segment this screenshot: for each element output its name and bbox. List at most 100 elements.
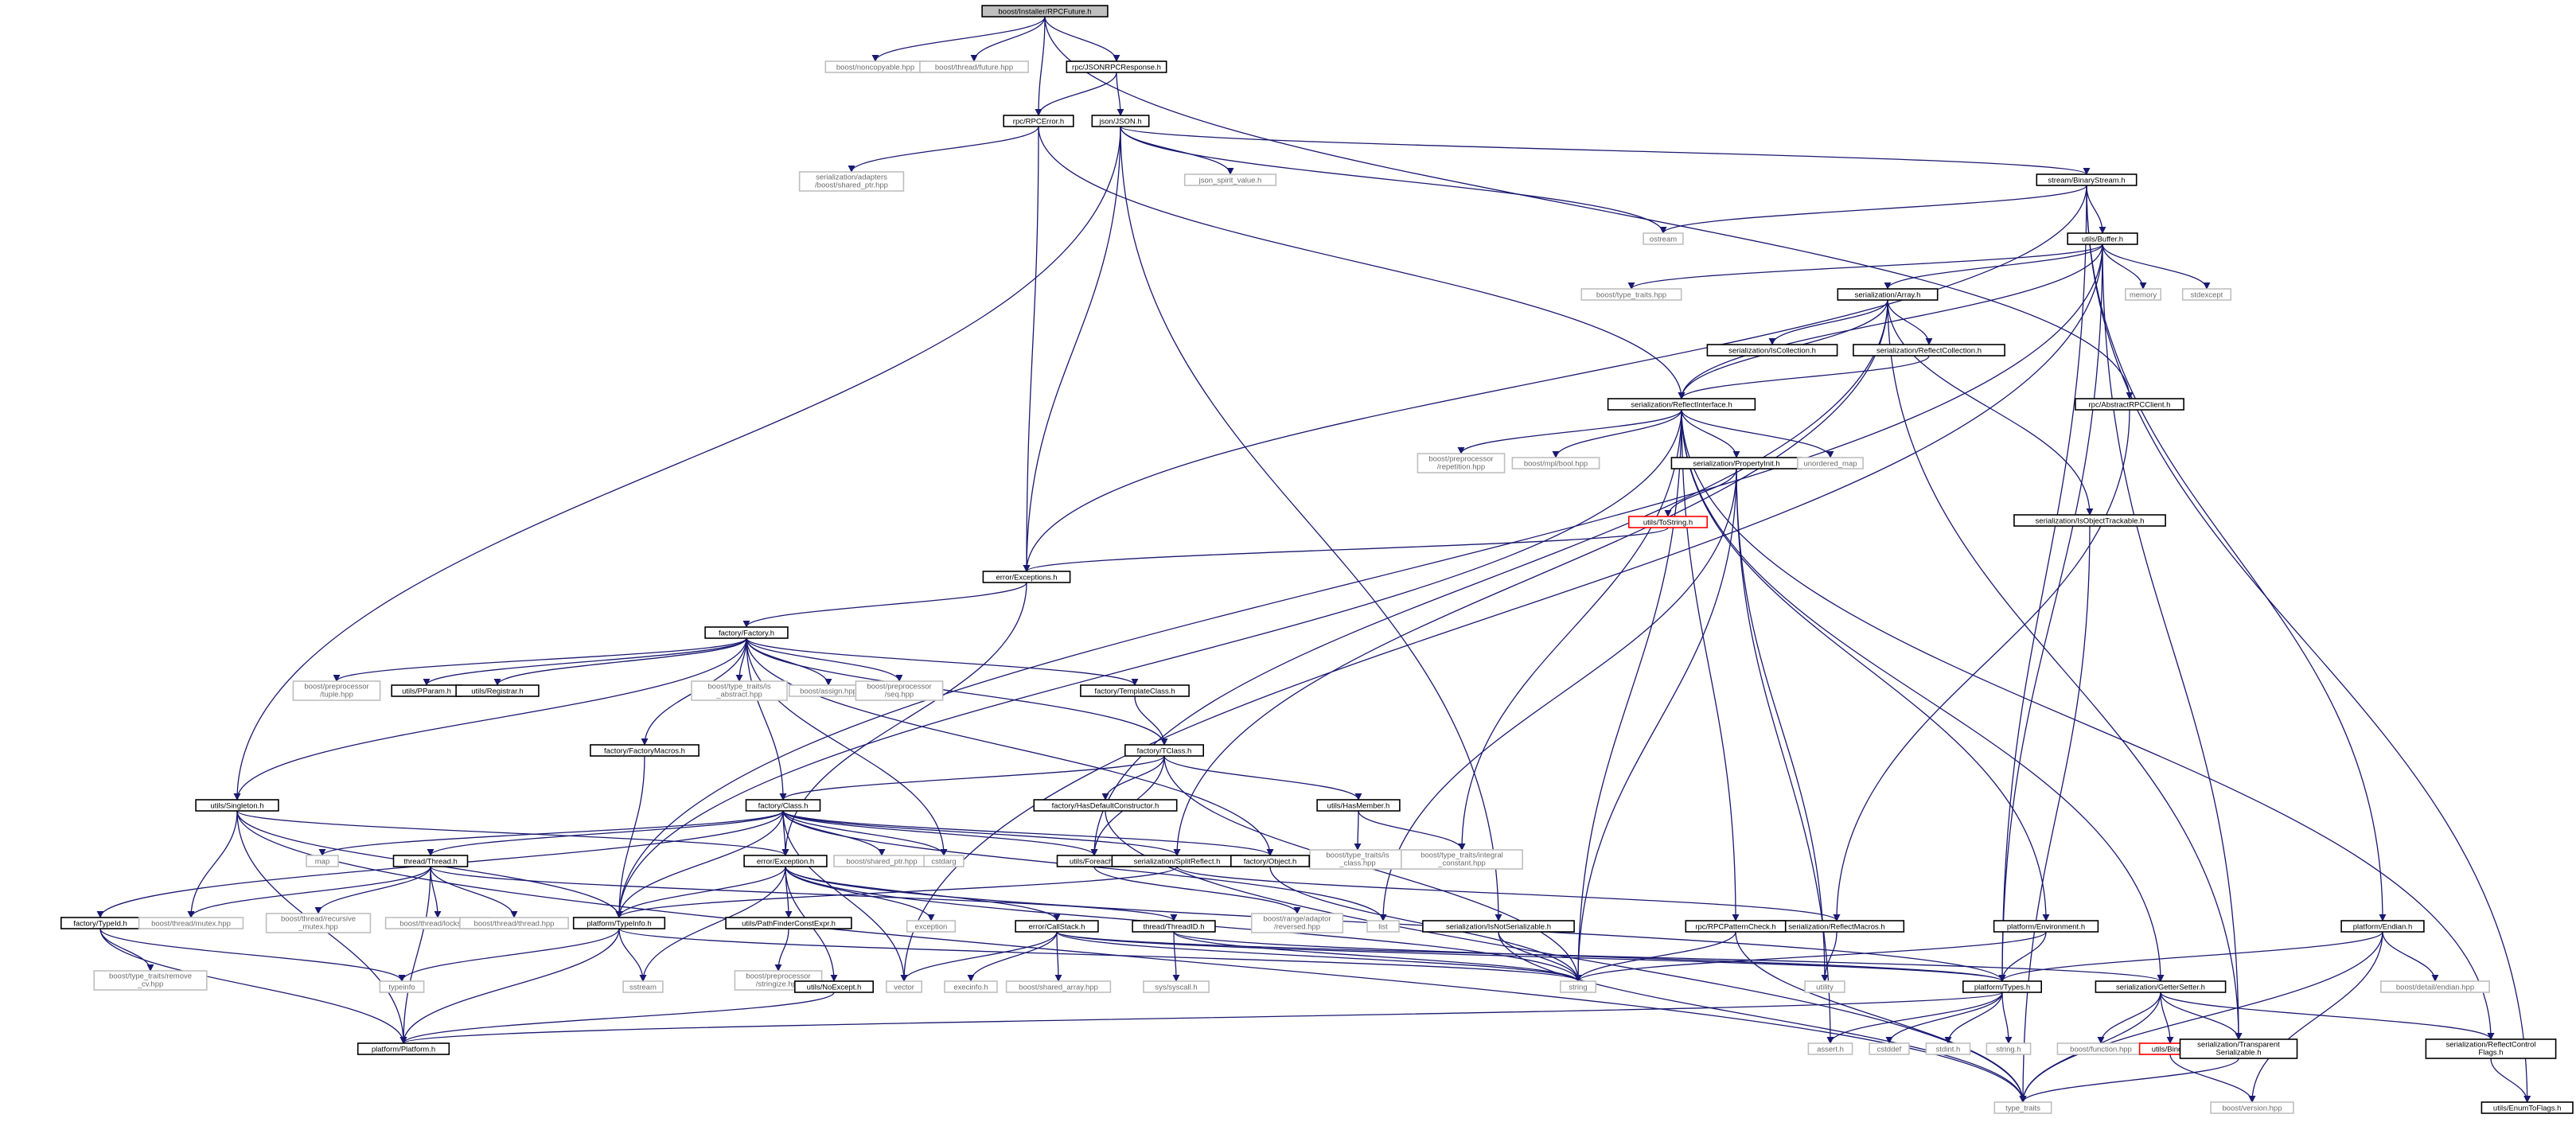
node-root[interactable]: boost/Installer/RPCFuture.h	[981, 5, 1109, 18]
node-bthread-recursive[interactable]: boost/thread/recursive_mutex.hpp	[265, 913, 372, 933]
node-rpc-jsonrpcresponse[interactable]: rpc/JSONRPCResponse.h	[1066, 60, 1167, 73]
node-utils-enumtoflags[interactable]: utils/EnumToFlags.h	[2481, 1101, 2574, 1114]
node-ser-splitreflect[interactable]: serialization/SplitReflect.h	[1111, 855, 1243, 867]
node-stdint[interactable]: stdint.h	[1925, 1042, 1971, 1055]
node-bpp-seq[interactable]: boost/preprocessor/seq.hpp	[855, 680, 944, 701]
node-platform-environment[interactable]: platform/Environment.h	[1993, 920, 2099, 933]
node-ser-getterssetters[interactable]: serialization/GetterSetter.h	[2095, 980, 2227, 993]
node-utils-registrar[interactable]: utils/Registrar.h	[455, 684, 540, 697]
node-bthread-thread[interactable]: boost/thread/thread.hpp	[459, 917, 569, 929]
node-json[interactable]: json/JSON.h	[1091, 115, 1150, 127]
node-string[interactable]: string	[1560, 980, 1597, 993]
node-label: boost/range/adaptor/reversed.hpp	[1263, 915, 1331, 932]
node-ser-adapters[interactable]: serialization/adapters/boost/shared_ptr.…	[798, 171, 905, 192]
node-sstream[interactable]: sstream	[622, 980, 664, 993]
edge-ser-propertyinit-to-string	[1574, 468, 1737, 982]
node-typeinfo[interactable]: typeinfo	[379, 980, 425, 993]
node-thread-thread[interactable]: thread/Thread.h	[392, 855, 469, 867]
node-utils-singleton[interactable]: utils/Singleton.h	[195, 799, 279, 812]
node-box	[2036, 173, 2138, 186]
node-stdexcept[interactable]: stdexcept	[2181, 288, 2232, 301]
node-ser-array[interactable]: serialization/Array.h	[1837, 288, 1939, 301]
node-json-spirit[interactable]: json_spirit_value.h	[1183, 173, 1277, 186]
node-factory-templateclass[interactable]: factory/TemplateClass.h	[1080, 684, 1190, 697]
node-utils-pparam[interactable]: utils/PParam.h	[391, 684, 462, 697]
node-boost-shared-array[interactable]: boost/shared_array.hpp	[1005, 980, 1112, 993]
node-utils-tostring[interactable]: utils/ToString.h	[1628, 516, 1709, 528]
node-box	[1993, 1101, 2052, 1114]
node-bpp-repetition[interactable]: boost/preprocessor/repetition.hpp	[1417, 453, 1506, 473]
node-rpc-rpcerror[interactable]: rpc/RPCError.h	[1003, 115, 1074, 127]
node-cstdarg[interactable]: cstdarg	[923, 855, 965, 867]
node-factory-hasdefault[interactable]: factory/HasDefaultConstructor.h	[1033, 799, 1178, 812]
node-vector[interactable]: vector	[886, 980, 923, 993]
node-rpc-patterncheck[interactable]: rpc/RPCPatternCheck.h	[1685, 920, 1787, 933]
edge-ser-getterssetters-to-ser-reflectcontrol	[2160, 992, 2495, 1040]
node-bpp-stringize[interactable]: boost/preprocessor/stringize.hpp	[734, 970, 823, 991]
node-unordered-map[interactable]: unordered_map	[1797, 457, 1864, 469]
node-ser-propertyinit[interactable]: serialization/PropertyInit.h	[1670, 457, 1802, 469]
node-exception[interactable]: exception	[906, 920, 957, 933]
edge-platform-environment-to-string	[1574, 931, 2047, 982]
node-factory-object[interactable]: factory/Object.h	[1230, 855, 1311, 867]
node-thread-future[interactable]: boost/thread/future.hpp	[919, 60, 1029, 73]
node-stream-binarystream[interactable]: stream/BinaryStream.h	[2036, 173, 2138, 186]
node-noncopyable[interactable]: boost/noncopyable.hpp	[824, 60, 926, 73]
node-bpp-tuple[interactable]: boost/preprocessor/tuple.hpp	[292, 680, 381, 701]
node-rpc-abstractrpcclient[interactable]: rpc/AbstractRPCClient.h	[2075, 398, 2184, 411]
node-ser-reflectinterface[interactable]: serialization/ReflectInterface.h	[1607, 398, 1756, 411]
node-boost-mpl-bool[interactable]: boost/mpl/bool.hpp	[1511, 457, 1600, 469]
node-cstddef[interactable]: cstddef	[1869, 1042, 1910, 1055]
node-factory-typeid[interactable]: factory/TypeId.h	[60, 917, 141, 929]
node-btt-is-class[interactable]: boost/type_traits/is_class.hpp	[1309, 849, 1406, 870]
node-btt-remove-cv[interactable]: boost/type_traits/remove_cv.hpp	[93, 970, 208, 991]
node-ser-isobjecttrackable[interactable]: serialization/IsObjectTrackable.h	[2013, 514, 2166, 527]
node-utility[interactable]: utility	[1804, 980, 1845, 993]
node-platform-platform[interactable]: platform/Platform.h	[357, 1042, 450, 1055]
node-memory[interactable]: memory	[2125, 288, 2162, 301]
node-utils-noexcept[interactable]: utils/NoExcept.h	[793, 980, 874, 993]
node-assert[interactable]: assert.h	[1807, 1042, 1853, 1055]
node-platform-endian[interactable]: platform/Endian.h	[2340, 920, 2425, 933]
node-list[interactable]: list	[1366, 920, 1400, 933]
edge-root-to-noncopyable	[871, 16, 1046, 62]
node-platform-types[interactable]: platform/Types.h	[1962, 980, 2043, 993]
node-label: utils/Foreach.h	[1070, 858, 1119, 867]
node-sys-syscall[interactable]: sys/syscall.h	[1143, 980, 1210, 993]
node-ser-reflectcollection[interactable]: serialization/ReflectCollection.h	[1853, 344, 2005, 357]
node-brange-adaptor[interactable]: boost/range/adaptor/reversed.hpp	[1250, 913, 1344, 933]
node-bthread-mutex[interactable]: boost/thread/mutex.hpp	[138, 917, 244, 929]
node-boost-type-traits[interactable]: boost/type_traits.hpp	[1580, 288, 1682, 301]
node-utils-hasmember[interactable]: utils/HasMember.h	[1316, 799, 1401, 812]
node-map[interactable]: map	[306, 855, 339, 867]
node-factory-tclass[interactable]: factory/TClass.h	[1124, 744, 1205, 757]
node-boost-function[interactable]: boost/function.hpp	[2056, 1042, 2145, 1055]
node-execinfo[interactable]: execinfo.h	[944, 980, 998, 993]
node-type-traits[interactable]: type_traits	[1993, 1101, 2052, 1114]
node-label: rpc/AbstractRPCClient.h	[2089, 401, 2171, 410]
node-factory-class[interactable]: factory/Class.h	[745, 799, 821, 812]
node-factory-factorymacros[interactable]: factory/FactoryMacros.h	[590, 744, 700, 757]
node-platform-typeinfo[interactable]: platform/TypeInfo.h	[572, 917, 666, 929]
node-factory-factory[interactable]: factory/Factory.h	[704, 626, 789, 639]
node-string-h[interactable]: string.h	[1986, 1042, 2032, 1055]
node-utils-buffer[interactable]: utils/Buffer.h	[2067, 232, 2138, 245]
node-ser-reflectmacros[interactable]: serialization/ReflectMacros.h	[1768, 920, 1905, 933]
node-btt-is-abstract[interactable]: boost/type_traits/is_abstract.hpp	[691, 680, 788, 701]
node-ostream[interactable]: ostream	[1643, 232, 1684, 245]
node-bdetail-endian[interactable]: boost/detail/endian.hpp	[2380, 980, 2490, 993]
node-label: factory/TypeId.h	[73, 920, 127, 929]
node-boost-shared-ptr[interactable]: boost/shared_ptr.hpp	[833, 855, 930, 867]
node-ser-iscollection[interactable]: serialization/IsCollection.h	[1706, 344, 1838, 357]
node-btt-integral[interactable]: boost/type_traits/integral_constant.hpp	[1401, 849, 1524, 870]
node-error-callstack[interactable]: error/CallStack.h	[1015, 920, 1099, 933]
node-error-exception[interactable]: error/Exception.h	[743, 855, 828, 867]
node-ser-isserializable[interactable]: serialization/IsNotSerializable.h	[1422, 920, 1575, 933]
node-utils-pathfinder[interactable]: utils/PathFinderConstExpr.h	[725, 917, 852, 929]
node-thread-threadid[interactable]: thread/ThreadID.h	[1132, 920, 1216, 933]
node-boost-version[interactable]: boost/version.hpp	[2210, 1101, 2294, 1114]
node-label: serialization/ReflectCollection.h	[1876, 347, 1982, 356]
node-error-exceptions[interactable]: error/Exceptions.h	[982, 571, 1071, 583]
